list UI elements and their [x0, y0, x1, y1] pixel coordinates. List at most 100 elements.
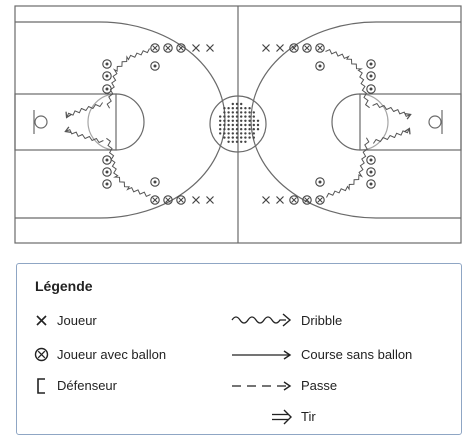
legend-label-dribble: Dribble — [301, 313, 343, 328]
player-with-ball-icon — [176, 195, 186, 205]
center-dot — [223, 115, 226, 118]
dribble-path — [326, 137, 370, 198]
legend-label-tir: Tir — [301, 409, 316, 424]
center-dot — [235, 111, 239, 114]
double-arrow-icon — [272, 409, 292, 425]
court-lines — [14, 5, 462, 244]
legend-item-tir: Tir — [232, 409, 432, 427]
player-with-ball-icon — [102, 71, 112, 81]
player-with-ball-icon — [315, 177, 325, 187]
player-with-ball-icon — [366, 84, 376, 94]
center-dot — [252, 119, 255, 123]
player-with-ball-icon — [102, 59, 112, 69]
center-dot — [223, 136, 226, 139]
player-with-ball-icon — [102, 84, 112, 94]
legend-item-course: Course sans ballon — [232, 347, 462, 365]
center-dot — [231, 115, 234, 118]
player-icon — [206, 196, 214, 204]
center-dot — [240, 115, 243, 118]
center-dot — [219, 128, 222, 131]
player-icon — [276, 44, 284, 52]
player-with-ball-icon — [150, 43, 160, 53]
legend: Légende Joueur Joueur avec ballon Défens… — [16, 263, 462, 435]
center-dot — [256, 123, 260, 127]
left-free-throw-arc — [115, 93, 145, 151]
dribble-path — [106, 137, 151, 198]
player-with-ball-icon — [315, 43, 325, 53]
player-with-ball-icon — [315, 195, 325, 205]
dribble-path — [372, 102, 412, 120]
center-dot — [223, 123, 226, 127]
dribble-path — [325, 48, 370, 109]
player-with-ball-icon — [150, 177, 160, 187]
player-icon — [262, 196, 270, 204]
center-dot — [256, 119, 260, 123]
center-dot — [227, 115, 230, 118]
player-with-ball-icon — [102, 179, 112, 189]
player-with-ball-icon — [102, 155, 112, 165]
legend-label-course: Course sans ballon — [301, 347, 413, 362]
dribble-paths — [64, 48, 412, 198]
center-dot — [231, 123, 234, 127]
player-icon — [276, 196, 284, 204]
legend-item-passe: Passe — [232, 378, 432, 396]
center-dot — [240, 107, 243, 110]
center-dots — [219, 102, 260, 143]
solid-arrow-icon — [232, 350, 292, 360]
center-dot — [227, 132, 230, 135]
wavy-arrow-icon — [231, 313, 292, 327]
center-dot — [248, 128, 251, 131]
center-dot — [244, 119, 247, 123]
center-dot — [231, 111, 234, 114]
player-with-ball-icon — [176, 43, 186, 53]
player-with-ball-icon — [366, 71, 376, 81]
center-dot — [244, 128, 247, 131]
left-key — [14, 93, 117, 151]
center-dot — [227, 119, 230, 123]
center-dot — [244, 132, 247, 135]
center-dot — [235, 115, 239, 118]
center-dot — [248, 132, 251, 135]
center-dot — [223, 132, 226, 135]
center-dot — [223, 128, 226, 131]
center-dot — [252, 128, 255, 131]
center-dot — [227, 107, 230, 110]
center-dot — [219, 115, 222, 118]
player-icon — [192, 44, 200, 52]
center-dot — [252, 115, 255, 118]
center-dot — [240, 102, 243, 106]
dribble-path — [106, 48, 150, 109]
center-dot — [240, 132, 243, 135]
center-dot — [240, 119, 243, 123]
right-three-point-line — [250, 21, 461, 219]
player-icon — [192, 196, 200, 204]
legend-label-joueur-avec-ballon: Joueur avec ballon — [57, 347, 167, 362]
center-dot — [252, 136, 255, 139]
bracket-icon — [37, 378, 45, 394]
player-icon — [262, 44, 270, 52]
center-dot — [240, 136, 243, 139]
center-dot — [231, 136, 234, 139]
center-dot — [227, 111, 230, 114]
center-dot — [235, 102, 239, 106]
left-hoop — [34, 115, 48, 129]
center-dot — [235, 119, 239, 123]
center-dot — [231, 107, 234, 110]
center-dot — [248, 119, 251, 123]
legend-label-passe: Passe — [301, 378, 338, 393]
center-dot — [244, 123, 247, 127]
dribble-path — [64, 126, 104, 144]
center-dot — [244, 111, 247, 114]
center-dot — [240, 111, 243, 114]
right-key — [359, 93, 462, 151]
player-with-ball-icon — [150, 195, 160, 205]
center-dot — [231, 119, 234, 123]
center-circle — [209, 95, 267, 153]
dashed-arrow-icon — [232, 381, 292, 391]
center-dot — [252, 132, 255, 135]
x-icon — [36, 315, 47, 326]
basketball-court-diagram — [14, 5, 462, 244]
center-dot — [248, 136, 251, 139]
player-with-ball-icon — [302, 195, 312, 205]
center-dot — [231, 140, 234, 143]
